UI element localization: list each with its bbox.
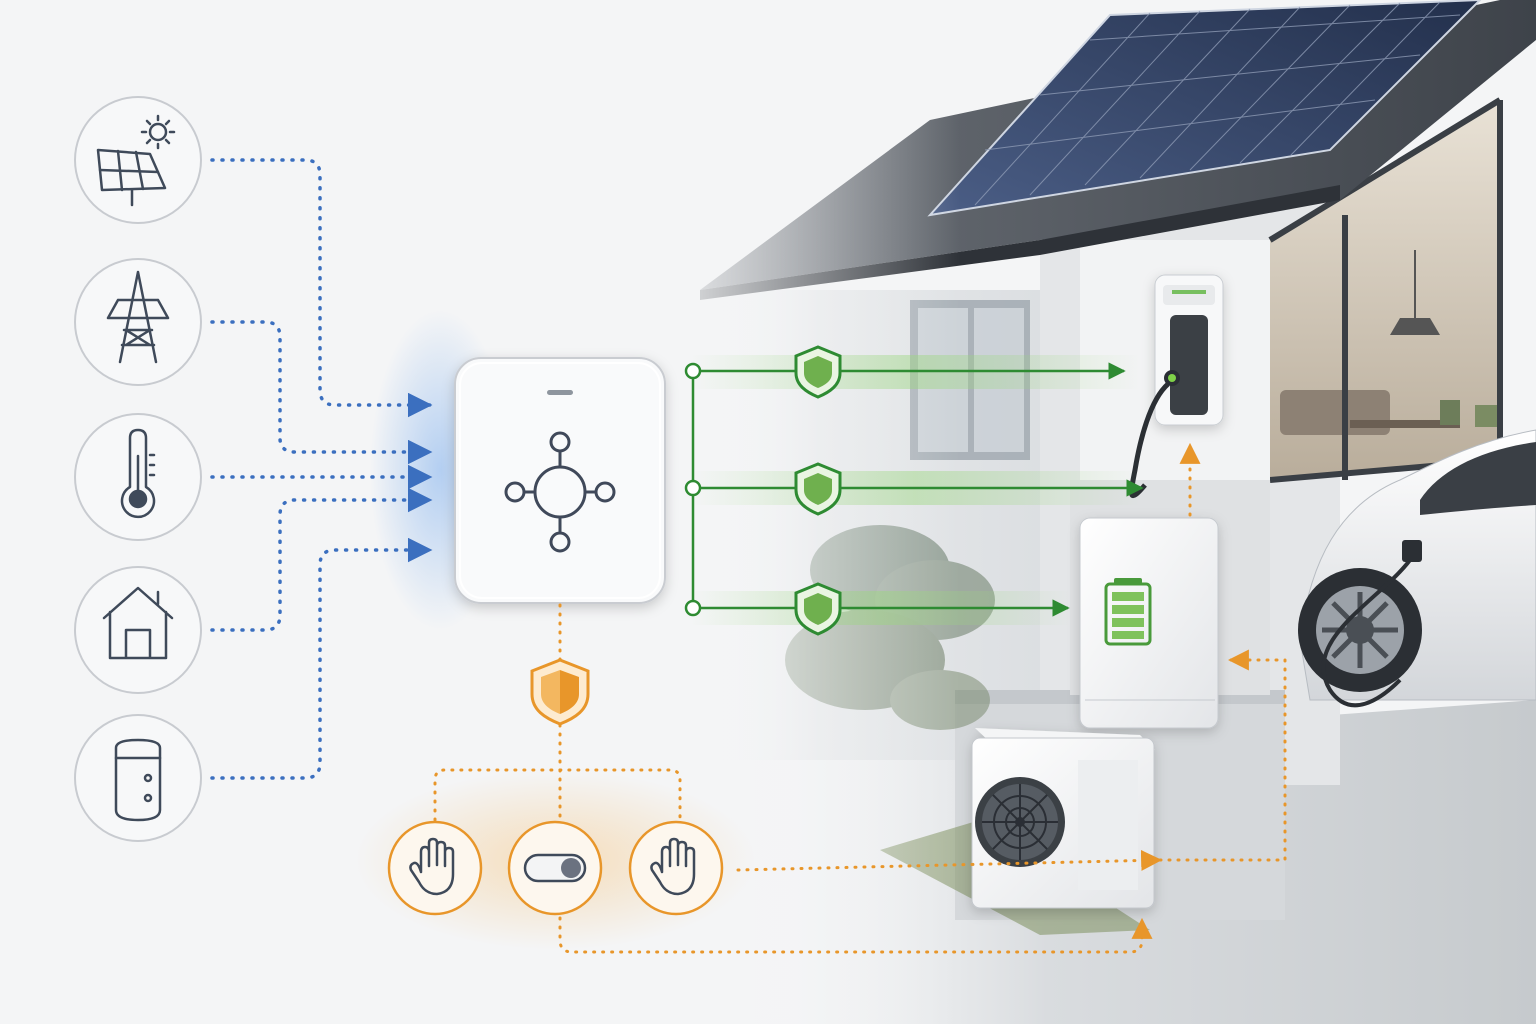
override-flow-battery bbox=[1158, 649, 1287, 862]
control-toggle[interactable] bbox=[507, 820, 603, 916]
input-water-heater bbox=[74, 714, 202, 842]
output-flow-lines bbox=[684, 355, 1144, 625]
ev-wallbox bbox=[1154, 274, 1224, 426]
controller-status-led bbox=[547, 390, 573, 395]
toggle-switch-icon bbox=[523, 853, 587, 883]
water-heater-icon bbox=[114, 738, 162, 822]
input-grid bbox=[74, 258, 202, 386]
heat-pump bbox=[971, 728, 1155, 909]
input-flow-lines bbox=[210, 158, 433, 780]
hand-stop-icon bbox=[650, 837, 696, 896]
input-home bbox=[74, 566, 202, 694]
input-solar bbox=[74, 96, 202, 224]
control-stop-right[interactable] bbox=[628, 820, 724, 916]
shield-check-icon bbox=[794, 345, 842, 399]
override-flow-lines bbox=[433, 442, 1287, 954]
override-flow-heat-pump-base bbox=[558, 916, 1153, 954]
shield-check-icon bbox=[794, 582, 842, 636]
home-battery bbox=[1079, 517, 1219, 729]
hub-network-icon bbox=[504, 431, 616, 553]
input-flow-grid bbox=[210, 320, 433, 465]
battery-level-icon bbox=[1104, 578, 1152, 646]
hand-stop-icon bbox=[409, 837, 455, 896]
shield-check-icon bbox=[794, 462, 842, 516]
control-stop-left[interactable] bbox=[387, 820, 483, 916]
input-flow-solar bbox=[210, 158, 433, 418]
thermometer-icon bbox=[120, 428, 156, 519]
override-flow-heat-pump bbox=[736, 849, 1163, 872]
power-pylon-icon bbox=[106, 270, 170, 364]
electric-car bbox=[1298, 429, 1536, 708]
input-flow-water-heater bbox=[210, 537, 433, 780]
solar-panel-sun-icon bbox=[96, 114, 176, 207]
living-room-window bbox=[1268, 97, 1503, 483]
house-icon bbox=[102, 586, 174, 660]
shield-orange-icon bbox=[530, 658, 590, 726]
input-temperature bbox=[74, 413, 202, 541]
input-flow-home bbox=[210, 487, 433, 632]
roof-solar-panels bbox=[927, 0, 1482, 217]
energy-controller bbox=[454, 357, 666, 604]
